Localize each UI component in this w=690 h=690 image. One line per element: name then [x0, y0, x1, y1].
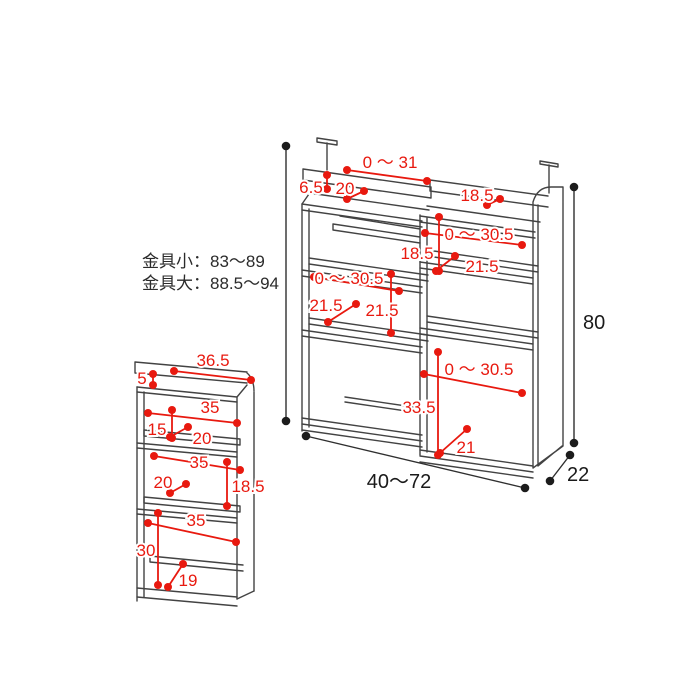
dim-small-top-rail-height: 5	[137, 369, 146, 388]
small-unit-shelf1	[136, 429, 241, 458]
dim-slide-range-top: 0 〜 31	[363, 153, 418, 172]
dim-shelf-depth-bottom: 21	[457, 438, 476, 457]
main-left-panel	[301, 203, 310, 432]
dim-dot	[520, 483, 530, 493]
dim-top-depth-left: 20	[336, 179, 355, 198]
dim-overall-height: 80	[583, 312, 605, 334]
shelf-depth-bottom-line	[439, 428, 468, 454]
inner-width-bottom-line	[423, 373, 523, 394]
shelf1-width-line	[147, 412, 238, 424]
red-dimension-lines-small	[144, 367, 255, 591]
dim-dot	[545, 476, 555, 486]
dim-small-shelf3-width: 35	[187, 511, 206, 530]
black-dimension-lines	[281, 141, 579, 493]
width-line	[305, 435, 526, 489]
dim-bottom-space-height: 33.5	[402, 398, 435, 417]
dim-small-shelf1-height: 15	[148, 420, 167, 439]
dim-dot	[569, 438, 579, 448]
dim-small-shelf1-width: 35	[201, 398, 220, 417]
main-right-side-panel	[532, 186, 564, 469]
main-left-shelfB	[301, 317, 429, 354]
dim-small-shelf2-width: 35	[190, 453, 209, 472]
dim-small-shelf3-depth: 19	[179, 571, 198, 590]
dim-top-depth-right: 18.5	[460, 186, 493, 205]
dim-dot	[281, 141, 291, 151]
shelf-depth-mid-left-line	[327, 303, 357, 323]
inner-width-mid-right-line	[424, 232, 523, 246]
top-width-line	[173, 370, 252, 381]
main-right-shelf2	[419, 315, 539, 351]
main-left-shelfA	[301, 257, 429, 294]
dim-shelf-depth-mid-right: 21.5	[465, 257, 498, 276]
dim-inner-width-mid-right: 0 〜 30.5	[445, 225, 514, 244]
small-unit-panels	[136, 386, 255, 602]
small-unit-drawing	[134, 361, 255, 607]
inner-width-mid-left-line	[313, 276, 400, 292]
dim-pitch-mid-right: 18.5	[400, 244, 433, 263]
dim-small-top-width: 36.5	[196, 351, 229, 370]
red-dots-small	[144, 367, 255, 591]
dim-back-rail-height: 6.5	[299, 178, 323, 197]
main-left-top-surface	[301, 192, 430, 228]
tension-bracket-left	[316, 137, 338, 171]
dim-overall-depth: 22	[567, 464, 589, 486]
red-dimension-lines-main	[310, 166, 526, 459]
dim-inner-width-mid-left: 0 〜 30.5	[315, 269, 384, 288]
depth-line	[549, 454, 571, 482]
small-unit-top	[134, 361, 255, 403]
dim-small-shelf2-height: 18.5	[231, 477, 264, 496]
shelf3-depth-line	[167, 563, 184, 588]
red-dots-main	[310, 166, 526, 459]
dim-dot	[569, 182, 579, 192]
small-unit-bottom	[136, 555, 255, 607]
slide-range-top-line	[346, 169, 428, 182]
dim-shelf-depth-mid-left: 21.5	[309, 296, 342, 315]
shelf2-width-line	[153, 455, 241, 471]
dim-dot	[565, 450, 575, 460]
dim-dot	[281, 416, 291, 426]
main-left-floor	[301, 396, 423, 448]
bracket-note-line1: 金具小：83〜89	[142, 252, 265, 271]
main-unit-drawing	[301, 137, 564, 479]
main-right-shelf1	[419, 249, 539, 285]
small-unit-shelf2	[136, 496, 241, 524]
labels: 金具小：83〜89 金具大：88.5〜94 0 〜 31 6.5 20 18.5…	[135, 151, 608, 592]
main-inner-shelf-through	[332, 215, 421, 244]
dim-small-shelf1-depth: 20	[193, 429, 212, 448]
dim-dot	[301, 431, 311, 441]
dim-small-shelf3-height: 30	[137, 541, 156, 560]
tension-bracket-right	[539, 160, 559, 194]
bracket-note-line2: 金具大：88.5〜94	[142, 274, 279, 293]
shelf3-width-line	[147, 522, 237, 543]
dim-small-shelf2-depth: 20	[154, 473, 173, 492]
dim-inner-width-bottom: 0 〜 30.5	[445, 360, 514, 379]
dim-pitch-mid-left: 21.5	[365, 301, 398, 320]
dim-overall-width: 40〜72	[367, 471, 432, 493]
